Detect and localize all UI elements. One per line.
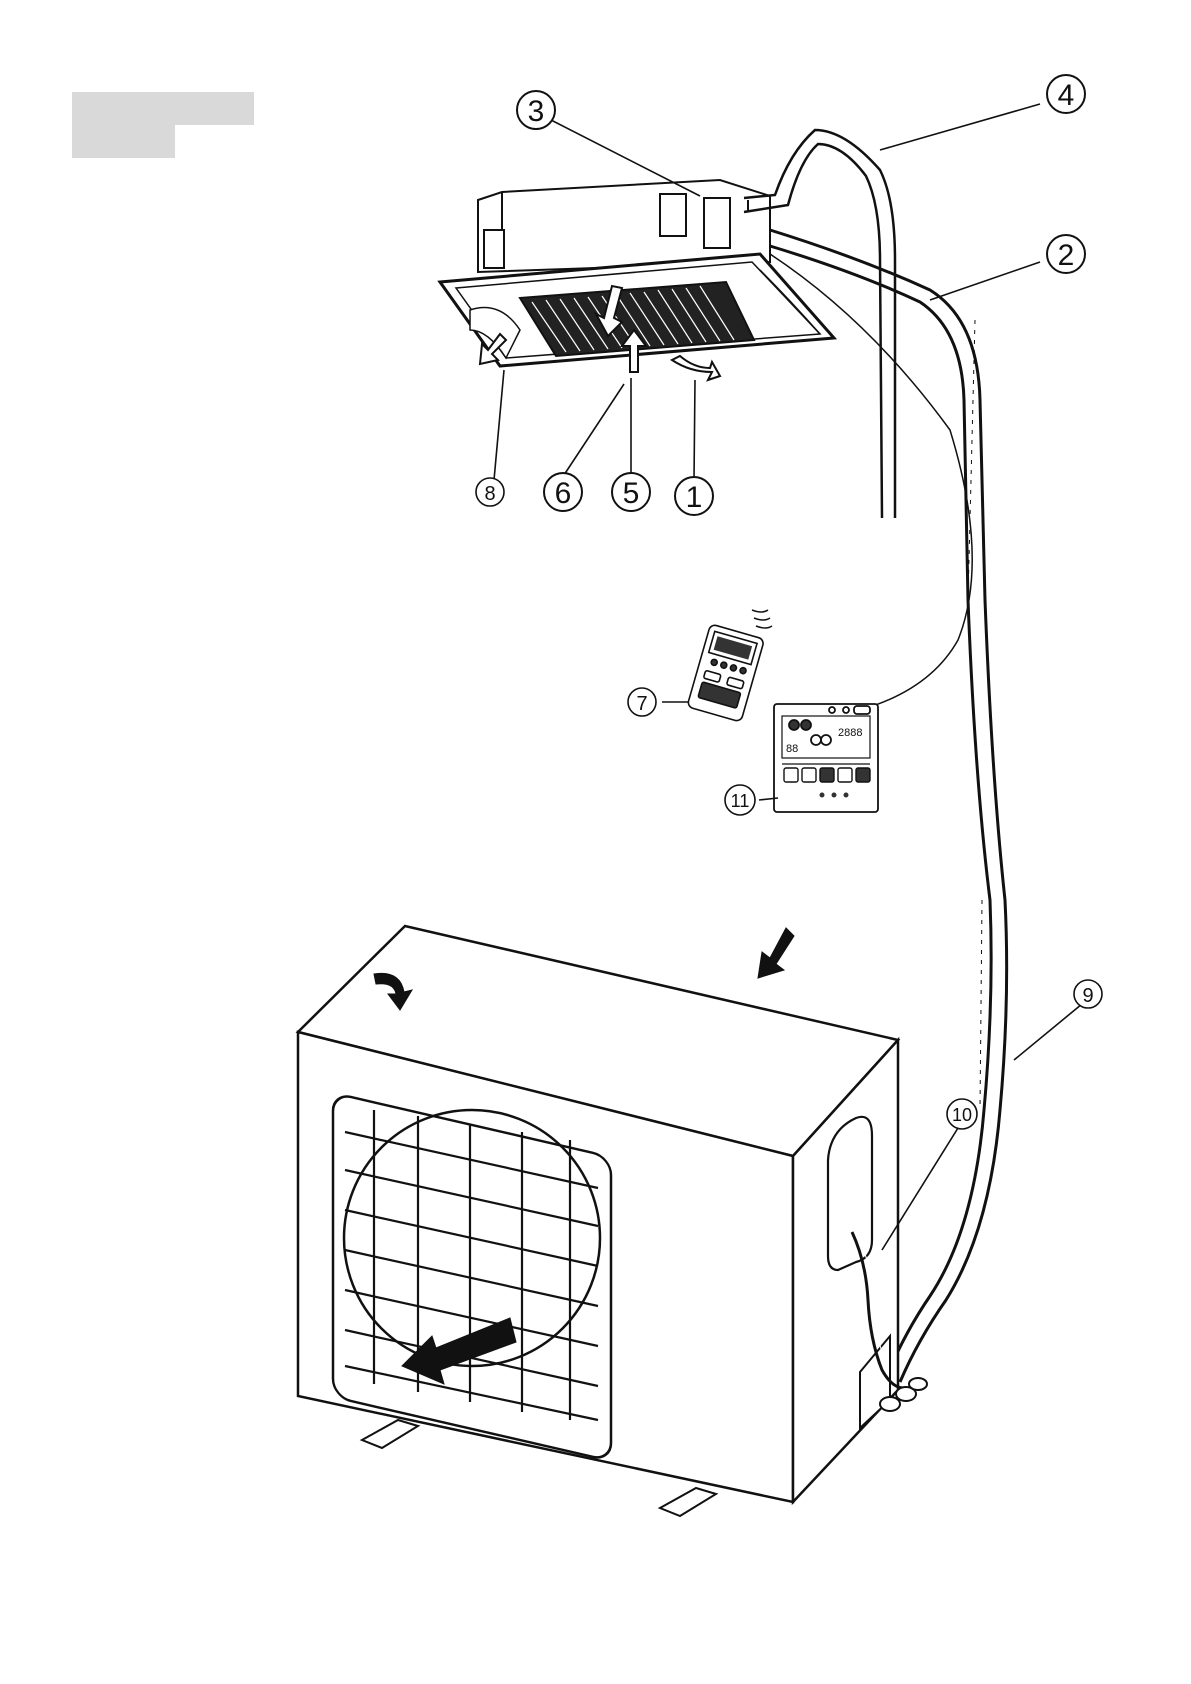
- callout-10: 10: [947, 1099, 977, 1129]
- callout-2-label: 2: [1058, 239, 1075, 272]
- callout-1-label: 1: [686, 481, 703, 514]
- callout-7-label: 7: [636, 693, 647, 715]
- controller-lcd-temp: 88: [786, 743, 798, 755]
- callout-11: 11: [725, 785, 755, 815]
- callout-6: 6: [544, 473, 582, 511]
- callout-4-label: 4: [1058, 79, 1075, 112]
- header-placeholder-block: [72, 92, 254, 158]
- callout-5: 5: [612, 473, 650, 511]
- callout-4: 4: [1047, 75, 1085, 113]
- callout-10-label: 10: [952, 1105, 972, 1125]
- callout-6-label: 6: [555, 477, 572, 510]
- controller-lcd-digits: 2888: [838, 727, 862, 739]
- callout-5-label: 5: [623, 477, 640, 510]
- callout-2: 2: [1047, 235, 1085, 273]
- callout-7: 7: [628, 688, 656, 716]
- remote-control: [687, 610, 772, 722]
- outdoor-unit: [298, 926, 898, 1516]
- callout-8: 8: [476, 478, 504, 506]
- callout-11-label: 11: [731, 791, 750, 811]
- wired-controller: 88 2888: [774, 704, 878, 812]
- callout-3-label: 3: [528, 95, 545, 128]
- callout-9: 9: [1074, 980, 1102, 1008]
- callout-1: 1: [675, 477, 713, 515]
- callout-9-label: 9: [1082, 985, 1093, 1007]
- callout-3: 3: [517, 91, 555, 129]
- callout-8-label: 8: [484, 483, 495, 505]
